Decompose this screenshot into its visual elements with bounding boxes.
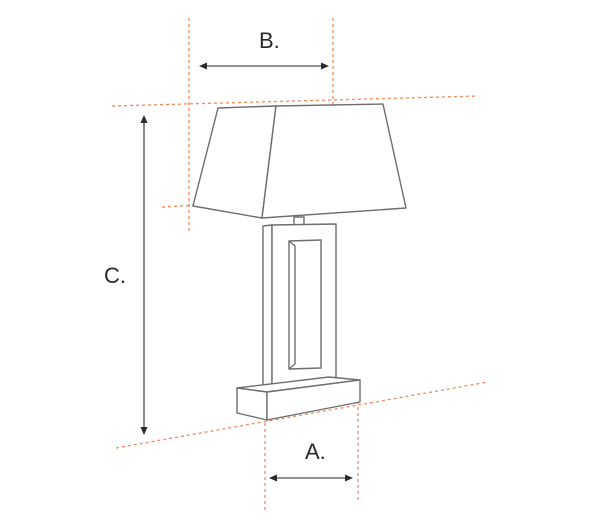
lamp-base-side [266, 379, 361, 421]
dimension-b-arrow-right-head [321, 62, 329, 70]
dimension-a-label: A. [305, 439, 326, 464]
lamp-body-opening [288, 239, 322, 370]
dimension-b-label: B. [259, 28, 280, 53]
lamp-body [262, 223, 337, 395]
guide-lines [111, 18, 489, 512]
guide-shade-bottom [161, 204, 199, 208]
guide-shade-top [111, 95, 479, 107]
dimension-b-arrow-left-head [199, 62, 207, 70]
lamp-shade [192, 103, 407, 219]
dimension-c-label: C. [104, 263, 126, 288]
lamp-body-side [262, 224, 273, 395]
dimension-c: C. [104, 115, 148, 435]
dimension-a-arrow-left-head [269, 474, 277, 482]
lamp-body-opening-inner [288, 240, 296, 370]
lamp-shade-side [261, 103, 407, 219]
dimension-a: A. [269, 439, 353, 482]
lamp-body-front [271, 223, 337, 394]
guide-floor [115, 381, 489, 449]
dimension-c-arrow-top-head [140, 115, 148, 123]
lamp-fitting [293, 216, 305, 226]
dimension-c-arrow-bottom-head [140, 427, 148, 435]
lamp-base-front [236, 387, 268, 421]
lamp-neck [293, 216, 305, 226]
dimension-a-arrow-right-head [345, 474, 353, 482]
lamp-base [236, 376, 361, 421]
dimension-b: B. [199, 28, 329, 70]
